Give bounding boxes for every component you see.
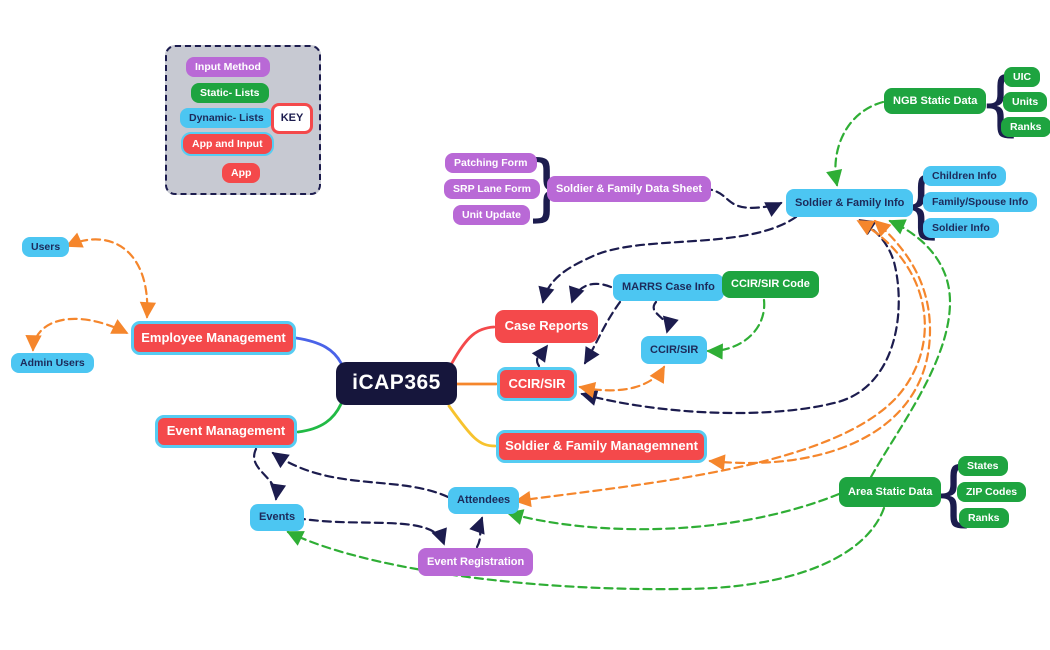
node-soldier-info[interactable]: Soldier Info <box>923 218 999 239</box>
relation-arrows <box>25 100 952 591</box>
node-ranks-area[interactable]: Ranks <box>959 508 1009 529</box>
edge-datasheet-sfinfo <box>689 187 783 217</box>
node-event-management[interactable]: Event Management <box>155 415 297 448</box>
node-unit-update[interactable]: Unit Update <box>453 205 530 226</box>
branch-case-reports <box>450 325 496 365</box>
node-srp-lane-form[interactable]: SRP Lane Form <box>444 179 540 200</box>
node-ccir-sir-code[interactable]: CCIR/SIR Code <box>722 271 819 298</box>
edge-eventmgmt-events <box>253 447 287 501</box>
edge-events-eventreg <box>295 516 447 546</box>
edge-attendees-sfinfo <box>514 219 926 508</box>
node-units[interactable]: Units <box>1003 92 1048 113</box>
node-states[interactable]: States <box>958 456 1008 477</box>
node-ccir-sir-small[interactable]: CCIR/SIR <box>641 336 708 364</box>
node-ngb-static-data[interactable]: NGB Static Data <box>884 88 987 114</box>
node-admin-users[interactable]: Admin Users <box>11 353 94 374</box>
branch-employee-management <box>294 336 343 365</box>
node-soldier-family-management[interactable]: Soldier & Family Managemnent <box>496 430 707 463</box>
edge-adminusers-employeemgmt <box>25 317 129 352</box>
edge-ccirmain-ccirsmall <box>578 365 666 398</box>
node-icap365[interactable]: iCAP365 <box>336 362 457 405</box>
edge-areastatic-events <box>286 506 886 591</box>
edge-marrs-casereports <box>568 282 613 304</box>
key-item-static-lists[interactable]: Static- Lists <box>191 83 269 104</box>
key-item-app-and-input[interactable]: App and Input <box>181 132 274 157</box>
key-item-dynamic-lists[interactable]: Dynamic- Lists <box>180 108 273 129</box>
key-item-app[interactable]: App <box>222 163 261 184</box>
node-soldier-family-data-sheet[interactable]: Soldier & Family Data Sheet <box>547 176 712 202</box>
edge-sfmgmt-sfinfo <box>708 219 932 471</box>
node-patching-form[interactable]: Patching Form <box>445 153 537 174</box>
braces: } { { { <box>524 62 1023 534</box>
edge-marrs-ccirsmall <box>652 300 679 334</box>
edge-areastatic-sfinfo <box>869 219 952 479</box>
edge-ngbstatic-sfinfo <box>826 100 885 187</box>
node-soldier-family-info[interactable]: Soldier & Family Info <box>786 189 914 217</box>
node-attendees[interactable]: Attendees <box>448 487 520 514</box>
edge-users-employeemgmt <box>65 232 157 319</box>
node-uic[interactable]: UIC <box>1004 67 1041 88</box>
node-event-registration[interactable]: Event Registration <box>418 548 534 576</box>
branch-curves <box>294 325 498 448</box>
branch-sf-management <box>447 404 497 448</box>
node-case-reports[interactable]: Case Reports <box>495 310 598 343</box>
node-ccir-sir-main[interactable]: CCIR/SIR <box>497 367 577 401</box>
edge-ccirmain-casereports <box>531 344 549 368</box>
node-employee-management[interactable]: Employee Management <box>131 321 296 355</box>
key-item-input-method[interactable]: Input Method <box>186 57 270 78</box>
edge-ccirmain-sfinfo <box>580 218 900 415</box>
branch-event-management <box>296 402 343 434</box>
node-family-spouse-info[interactable]: Family/Spouse Info <box>923 192 1038 213</box>
node-zip-codes[interactable]: ZIP Codes <box>957 482 1027 503</box>
key-title[interactable]: KEY <box>271 103 313 134</box>
node-marrs-case-info[interactable]: MARRS Case Info <box>613 274 724 301</box>
node-users[interactable]: Users <box>22 237 70 258</box>
edge-attendees-eventmgmt <box>271 451 450 499</box>
node-area-static-data[interactable]: Area Static Data <box>839 477 942 507</box>
node-children-info[interactable]: Children Info <box>923 166 1006 187</box>
edge-areastatic-attendees <box>506 492 841 531</box>
edge-eventreg-attendees <box>469 516 485 549</box>
node-events[interactable]: Events <box>250 504 305 531</box>
edge-ccircode-ccirsmall <box>706 298 766 360</box>
node-ranks-ngb[interactable]: Ranks <box>1001 117 1050 138</box>
